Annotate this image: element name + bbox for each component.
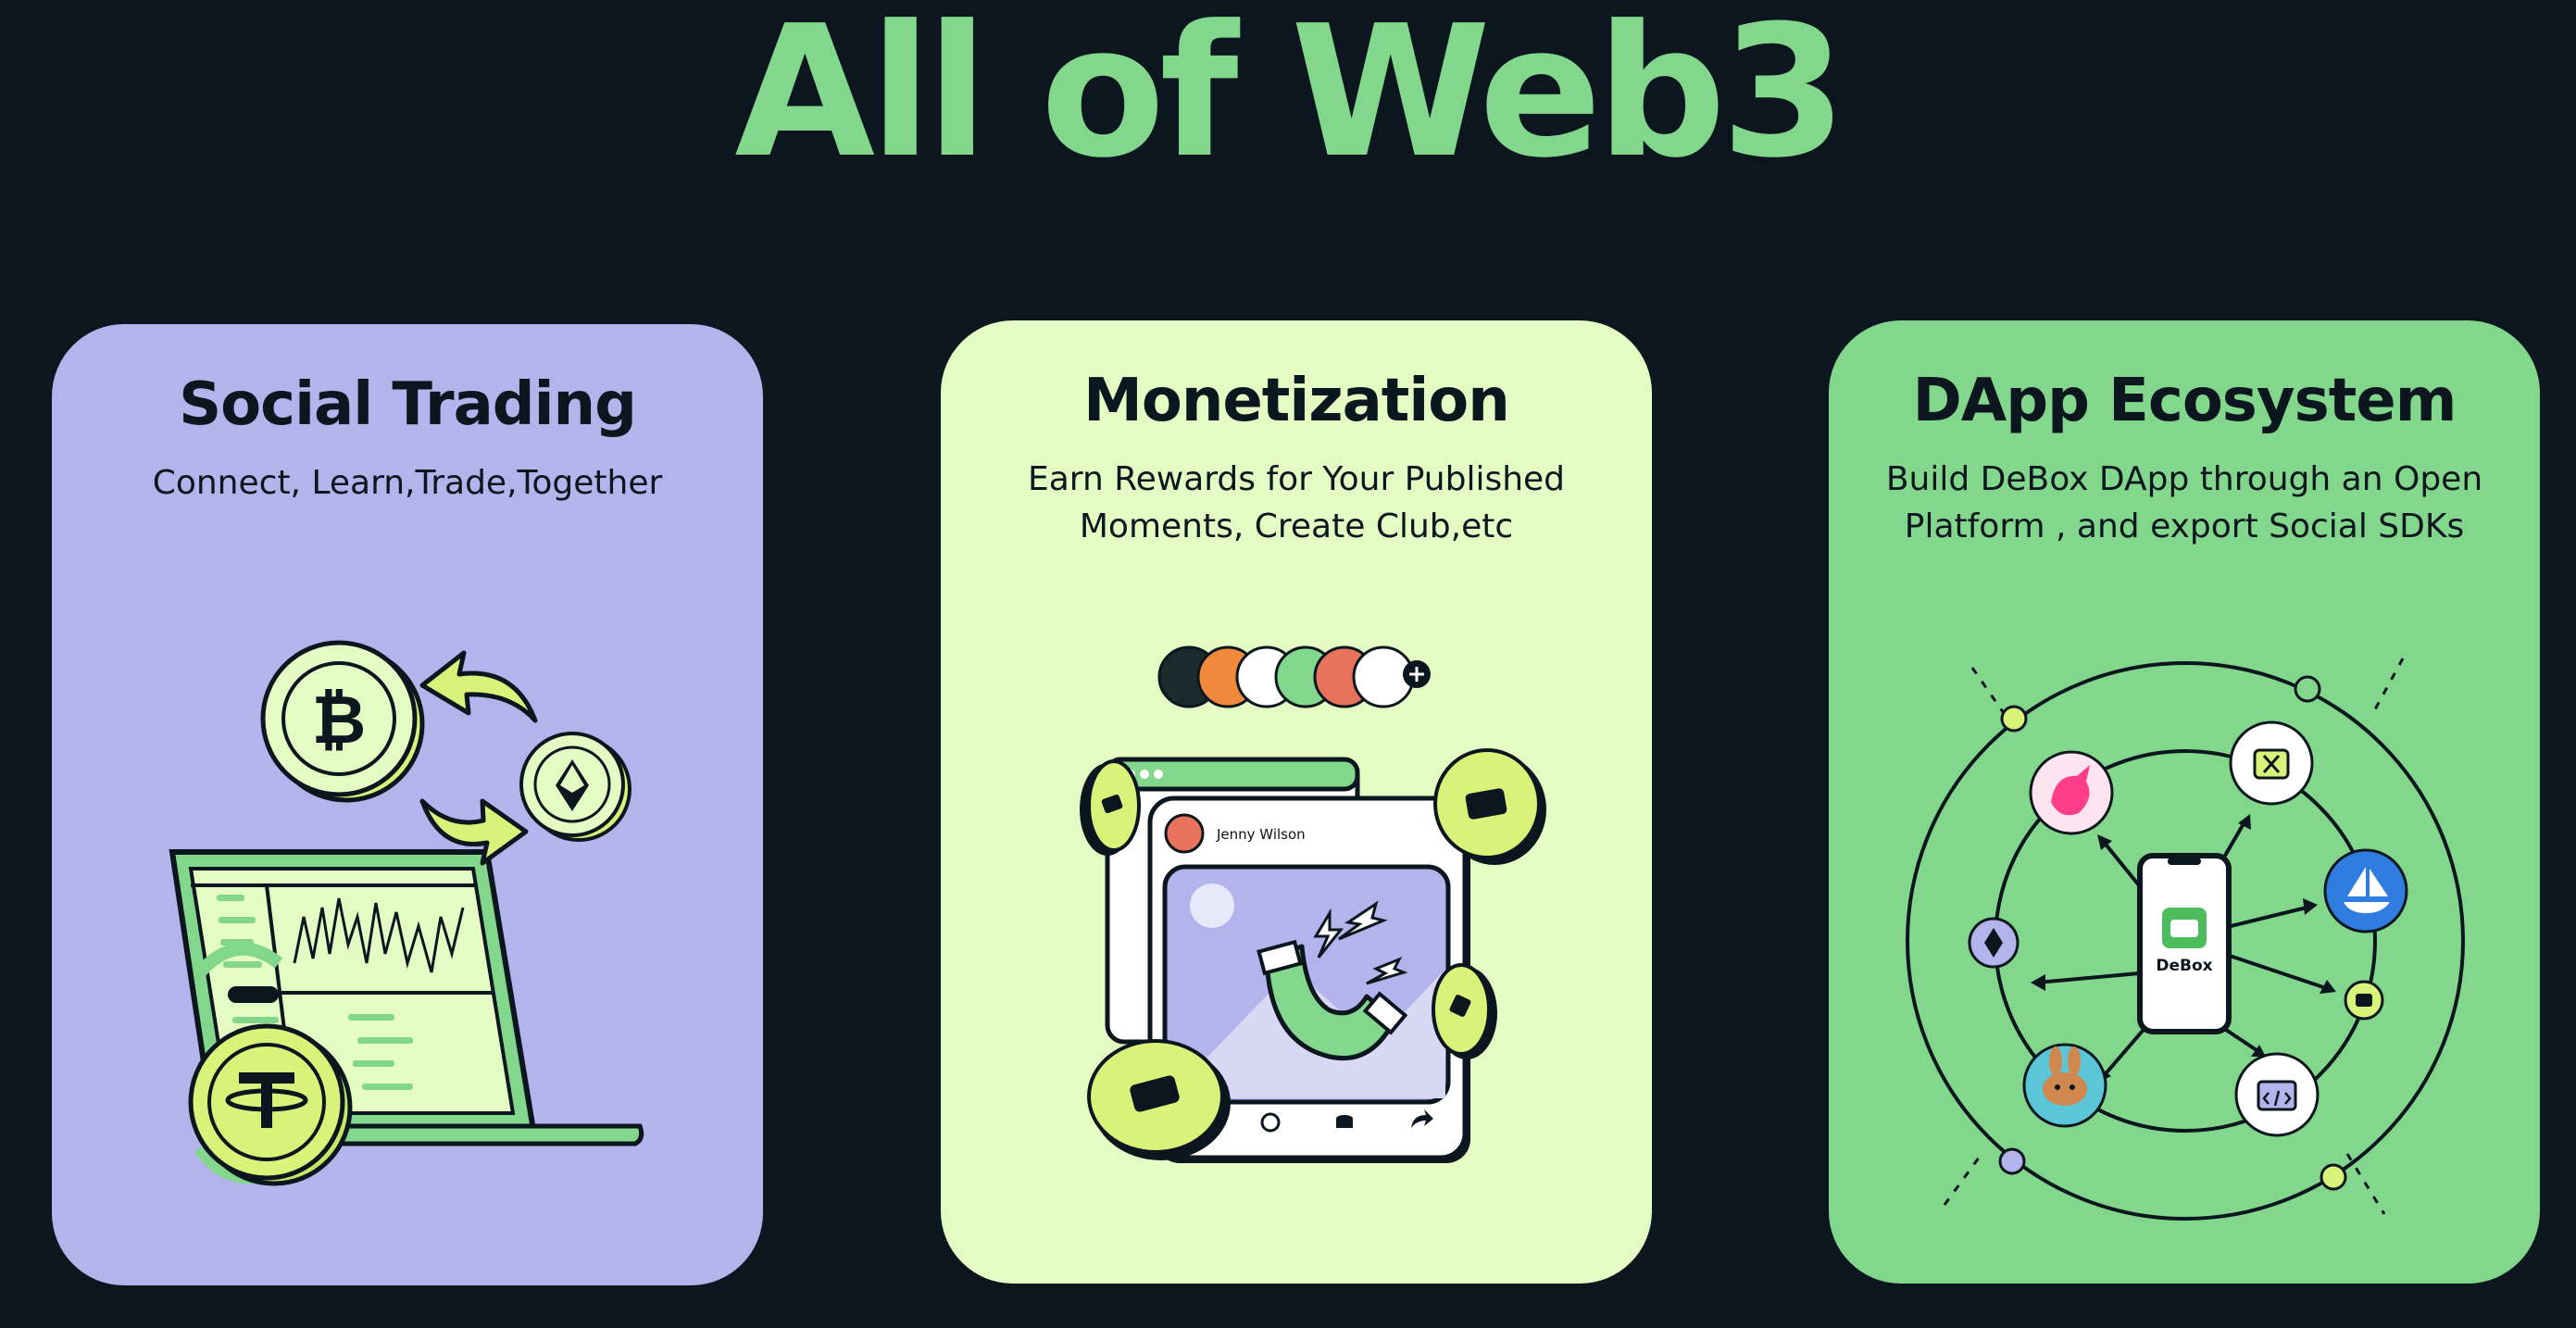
comment-icon	[1260, 1112, 1281, 1133]
avatar-stack-icon	[1157, 645, 1431, 708]
curved-arrow-icon	[419, 650, 538, 723]
bunny-icon	[2022, 1043, 2107, 1128]
card-title: Monetization	[1083, 367, 1510, 435]
wallet-coin-icon	[1432, 963, 1497, 1059]
wallet-coin-icon	[1433, 748, 1546, 865]
social-trading-illustration: ₿	[169, 640, 644, 1186]
card-subtitle: Connect, Learn,Trade,Together	[152, 464, 663, 502]
ethereum-icon	[1968, 917, 2020, 969]
ethereum-coin-icon	[519, 732, 631, 842]
card-subtitle: Build DeBox DApp through an Open Platfor…	[1885, 460, 2483, 545]
card-title: DApp Ecosystem	[1912, 367, 2457, 435]
toolkit-icon	[2229, 720, 2314, 806]
wallet-coin-icon	[1087, 1039, 1231, 1160]
phone-label: DeBox	[2156, 957, 2212, 975]
share-icon	[1411, 1109, 1433, 1128]
curved-arrow-icon	[419, 798, 529, 866]
magnet-icon	[1257, 900, 1408, 1061]
wallet-icon	[2344, 980, 2384, 1021]
monetization-card[interactable]: Monetization Earn Rewards for Your Publi…	[941, 320, 1652, 1284]
database-icon	[1336, 1115, 1353, 1128]
dapp-ecosystem-card[interactable]: DApp Ecosystem Build DeBox DApp through …	[1829, 320, 2540, 1284]
code-icon	[2234, 1052, 2320, 1137]
boat-icon	[2323, 848, 2408, 933]
svg-text:₿: ₿	[312, 681, 367, 758]
dapp-ecosystem-illustration: DeBox	[1906, 658, 2465, 1221]
wallet-coin-icon	[1080, 759, 1141, 856]
unicorn-icon	[2029, 750, 2114, 835]
bitcoin-coin-icon: ₿	[260, 640, 425, 803]
page-title: All of Web3	[734, 0, 1846, 198]
monetization-illustration: Jenny Wilson	[1080, 645, 1546, 1163]
social-trading-card[interactable]: Social Trading Connect, Learn,Trade,Toge…	[52, 324, 763, 1285]
tether-coin-icon	[188, 942, 353, 1186]
post-username: Jenny Wilson	[1216, 826, 1306, 843]
card-title: Social Trading	[179, 370, 637, 439]
card-subtitle: Earn Rewards for Your Published Moments,…	[1027, 460, 1566, 545]
phone-icon: DeBox	[2137, 853, 2232, 1034]
